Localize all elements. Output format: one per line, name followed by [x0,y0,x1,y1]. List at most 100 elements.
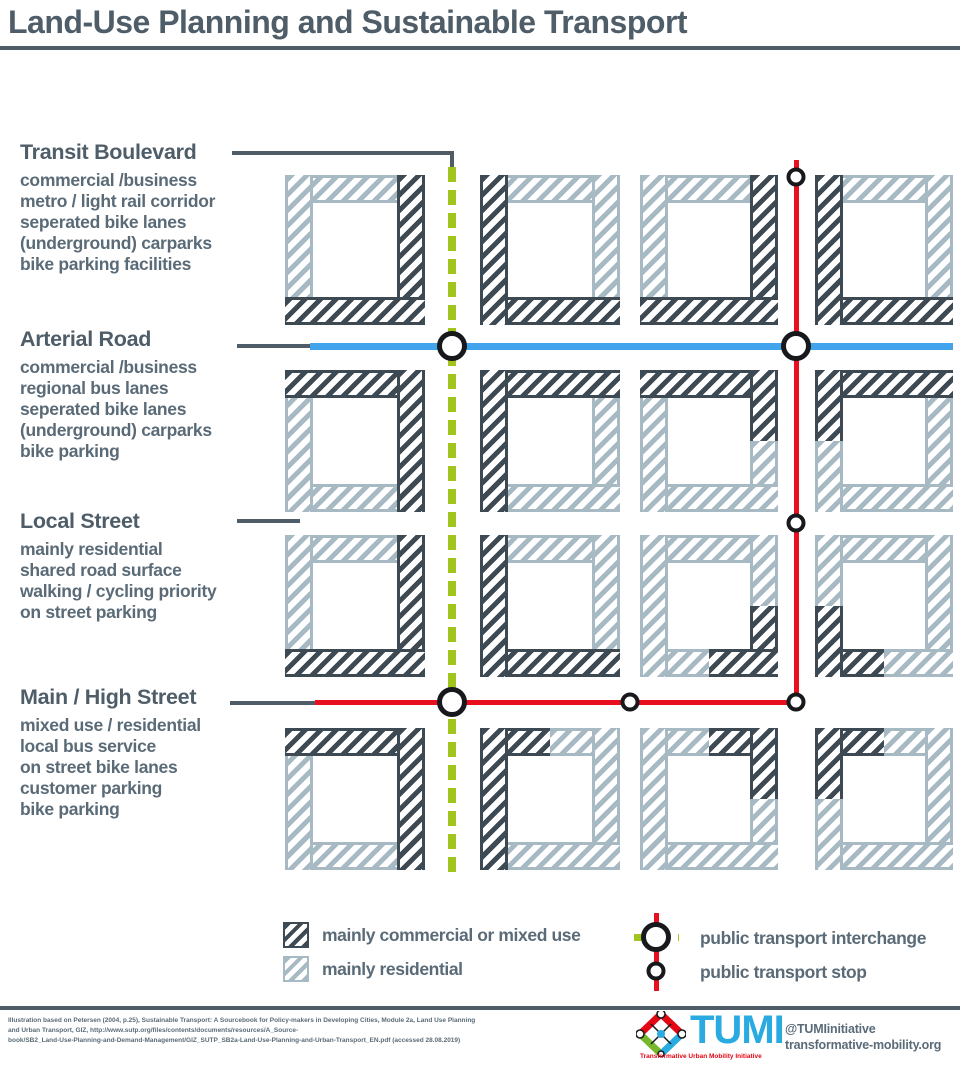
city-block [640,370,778,512]
block-edge-bottom-commercial [285,297,425,325]
interchange-circle [437,331,467,361]
block-edge-left-commercial [815,370,843,441]
legend-label-interchange: public transport interchange [700,928,927,948]
city-block [815,370,953,512]
road-feature: on street parking [20,602,157,622]
road-name: Local Street [20,509,140,533]
road-feature: bike parking [20,441,120,461]
road-feature: (underground) carparks [20,233,212,253]
city-block [480,370,620,512]
block-edge-right-commercial [750,370,778,441]
city-block [285,370,425,512]
road-arterial-line [310,343,953,350]
road-feature: seperated bike lanes [20,212,187,232]
legend-label-residential: mainly residential [322,959,463,979]
road-name: Main / High Street [20,685,197,709]
block-edge-bottom-commercial [285,649,425,677]
block-edge-right-commercial [750,728,778,799]
label-arterial-road: Arterial Road commercial /business regio… [20,327,212,462]
road-transit-boulevard-line [448,167,456,874]
block-edge-left-commercial [815,606,843,677]
block-edge-left-commercial [480,370,508,512]
leader-transit-boulevard [232,151,450,155]
block-edge-left-commercial [815,175,843,325]
stop-circle [786,692,806,712]
road-feature: seperated bike lanes [20,399,187,419]
interchange-circle [781,331,811,361]
attribution-text: Illustration based on Petersen (2004, p.… [8,1016,475,1046]
road-feature: regional bus lanes [20,378,169,398]
leader-main-high-street [230,701,317,705]
road-main-street-line-horizontal [315,700,797,705]
block-edge-left-residential [640,728,668,870]
stop-circle [786,513,806,533]
attribution-line: book/SB2_Land-Use-Planning-and-Demand-Ma… [8,1037,461,1044]
website-url: transformative-mobility.org [785,1038,942,1052]
road-feature: bike parking facilities [20,254,192,274]
legend-swatch-residential [283,956,309,982]
city-block [480,175,620,325]
tumi-logo-icon [636,1011,686,1057]
road-feature: bike parking [20,799,120,819]
road-feature: local bus service [20,736,156,756]
page-title: Land-Use Planning and Sustainable Transp… [8,4,688,40]
block-edge-right-commercial [397,370,425,512]
road-feature: (underground) carparks [20,420,212,440]
block-edge-right-residential [750,535,778,606]
road-feature: walking / cycling priority [20,581,217,601]
block-edge-left-residential [640,535,668,677]
city-block [480,728,620,870]
road-feature: mixed use / residential [20,715,201,735]
label-local-street: Local Street mainly residential shared r… [20,509,217,623]
city-block [815,175,953,325]
road-feature: metro / light rail corridor [20,191,216,211]
attribution-line: and Urban Transport, GIZ, http://www.sut… [8,1027,299,1034]
block-edge-left-commercial [480,175,508,325]
road-main-street-line-vertical [794,160,799,704]
legend-red-line [654,913,659,991]
block-edge-left-commercial [480,728,508,870]
road-feature: mainly residential [20,539,163,559]
label-transit-boulevard: Transit Boulevard commercial /business m… [20,140,215,275]
legend-swatch-commercial [283,922,309,948]
footer-divider [0,1006,960,1010]
road-name: Transit Boulevard [20,140,197,164]
city-block [640,728,778,870]
road-feature: commercial /business [20,357,197,377]
interchange-circle [437,687,467,717]
city-block [285,728,425,870]
leader-local-street [237,519,300,523]
tumi-wordmark: TUMI [690,1008,785,1052]
city-block [815,728,953,870]
legend-stop-icon [646,961,666,981]
road-feature: customer parking [20,778,163,798]
social-handle: @TUMIinitiative [785,1022,876,1036]
legend-interchange-icon [641,922,671,952]
leader-transit-boulevard-drop [450,151,454,169]
block-edge-left-residential [815,441,843,512]
city-block [480,535,620,677]
city-block [285,175,425,325]
block-edge-left-commercial [815,728,843,799]
legend-label-stop: public transport stop [700,962,867,982]
attribution-line: Illustration based on Petersen (2004, p.… [8,1017,476,1024]
road-feature: shared road surface [20,560,182,580]
city-block [640,175,778,325]
label-main-high-street: Main / High Street mixed use / residenti… [20,685,201,820]
block-edge-left-residential [815,535,843,606]
road-feature: on street bike lanes [20,757,178,777]
block-edge-left-commercial [480,535,508,677]
block-edge-left-residential [815,799,843,870]
tumi-tagline: Transformative Urban Mobility Initiative [640,1053,762,1060]
legend-label-commercial: mainly commercial or mixed use [322,925,581,945]
leader-arterial-road [237,344,312,348]
stop-circle [786,167,806,187]
city-block [815,535,953,677]
road-feature: commercial /business [20,170,197,190]
city-block [640,535,778,677]
stop-circle [620,692,640,712]
block-edge-bottom-commercial [640,297,778,325]
title-divider [0,46,960,50]
city-block [285,535,425,677]
